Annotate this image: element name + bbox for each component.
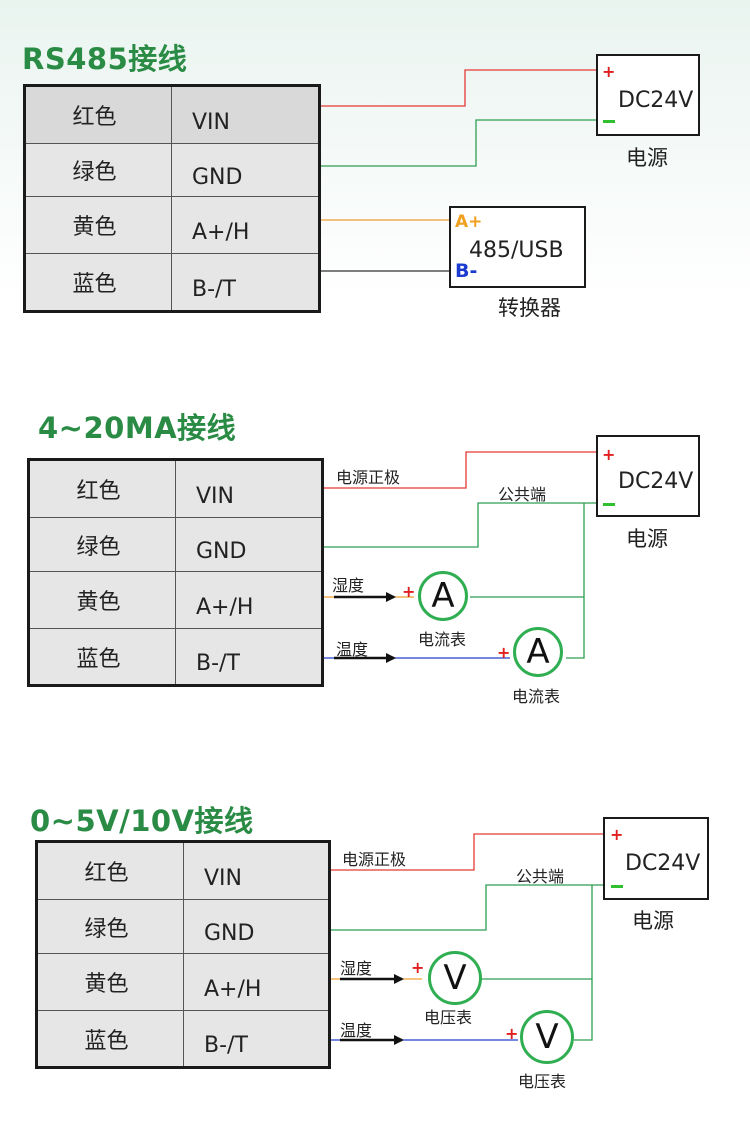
converter-b-terminal: B- (455, 260, 478, 282)
converter-a-terminal: A+ (455, 212, 483, 232)
wire-color-green: 绿色 (26, 144, 172, 197)
power-supply-box: + DC24V (596, 435, 700, 517)
wire-color-green: 绿色 (38, 900, 184, 954)
positive-terminal: + (610, 825, 624, 844)
wire-signal-gnd: GND (184, 900, 328, 954)
wire-label-common: 公共端 (498, 485, 547, 504)
positive-terminal: + (602, 445, 616, 464)
power-voltage: DC24V (625, 851, 701, 876)
meter-positive: + (402, 582, 416, 601)
wire-signal-b: B-/T (192, 276, 236, 302)
power-caption: 电源 (632, 909, 674, 933)
wire-signal-vin: VIN (172, 87, 318, 144)
wire-label-humidity: 湿度 (340, 959, 373, 978)
power-caption: 电源 (626, 146, 668, 170)
wire-color-yellow: 黄色 (26, 197, 172, 254)
meter-positive: + (505, 1024, 519, 1043)
wire-color-yellow: 黄色 (38, 954, 184, 1011)
wire-label-humidity: 湿度 (332, 576, 365, 595)
ammeter-icon: A (513, 627, 563, 677)
wire-label-temperature: 温度 (340, 1021, 373, 1040)
meter-positive: + (411, 958, 425, 977)
power-supply-box: + DC24V (596, 54, 700, 136)
ammeter-caption: 电流表 (418, 630, 467, 649)
meter-positive: + (497, 643, 511, 662)
wire-green-1 (320, 119, 598, 167)
wire-signal-vin: VIN (176, 461, 321, 518)
wire-meter-return-3 (478, 885, 593, 980)
wire-color-blue: 蓝色 (30, 629, 176, 684)
wire-color-red: 红色 (30, 461, 176, 518)
wire-signal-vin: VIN (184, 843, 328, 900)
wire-red-1 (320, 69, 598, 107)
wire-signal-gnd: GND (172, 144, 318, 197)
power-voltage: DC24V (618, 88, 694, 113)
wire-color-table: 红色 VIN 绿色 GND 黄色 A+/H 蓝色 B-/T (35, 840, 331, 1069)
wire-meter-return-2 (470, 503, 585, 598)
voltmeter-icon: V (428, 951, 482, 1005)
wire-label-temperature: 温度 (336, 640, 369, 659)
voltmeter-caption: 电压表 (424, 1008, 473, 1027)
wire-color-green: 绿色 (30, 518, 176, 572)
ammeter-icon: A (418, 571, 468, 621)
negative-terminal (603, 120, 615, 123)
wire-signal-a: A+/H (172, 197, 318, 254)
wire-color-table: 红色 VIN 绿色 GND 黄色 A+/H 蓝色 B-/T (27, 458, 324, 687)
wire-label-positive: 电源正极 (342, 850, 407, 869)
ammeter-caption: 电流表 (512, 687, 561, 706)
wire-color-table: 红色 VIN 绿色 GND 黄色 A+/H 蓝色 B-/T (23, 84, 321, 313)
wire-color-red: 红色 (26, 87, 172, 144)
wire-signal-gnd: GND (176, 518, 321, 572)
wire-signal-b: B-/T (196, 651, 240, 676)
voltmeter-caption: 电压表 (518, 1072, 567, 1091)
converter-box: A+ B- 485/USB (449, 206, 586, 288)
wire-meter-return-3b (574, 979, 593, 1041)
converter-label: 485/USB (469, 238, 564, 263)
wire-signal-b: B-/T (204, 1033, 248, 1058)
section-title-rs485: RS485接线 (22, 42, 188, 76)
section-title-4-20ma: 4~20MA接线 (38, 411, 237, 445)
positive-terminal: + (602, 62, 616, 81)
wire-red-2 (322, 451, 598, 489)
converter-caption: 转换器 (498, 296, 561, 320)
wire-label-positive: 电源正极 (336, 468, 401, 487)
power-supply-box: + DC24V (603, 817, 709, 900)
wire-color-red: 红色 (38, 843, 184, 900)
wire-red-3 (330, 833, 605, 871)
power-caption: 电源 (626, 527, 668, 551)
wire-color-yellow: 黄色 (30, 572, 176, 629)
wire-meter-return-2b (566, 597, 585, 659)
power-voltage: DC24V (618, 469, 694, 494)
wire-color-blue: 蓝色 (38, 1011, 184, 1066)
section-title-0-5v-10v: 0~5V/10V接线 (30, 804, 254, 838)
wire-green-2 (322, 502, 598, 548)
voltmeter-icon: V (520, 1010, 574, 1064)
negative-terminal (611, 885, 623, 888)
wire-green-3 (330, 884, 605, 931)
wire-signal-a: A+/H (184, 954, 328, 1011)
wire-color-blue: 蓝色 (26, 254, 172, 310)
wire-label-common: 公共端 (516, 867, 565, 886)
wire-signal-a: A+/H (176, 572, 321, 629)
negative-terminal (603, 503, 615, 506)
